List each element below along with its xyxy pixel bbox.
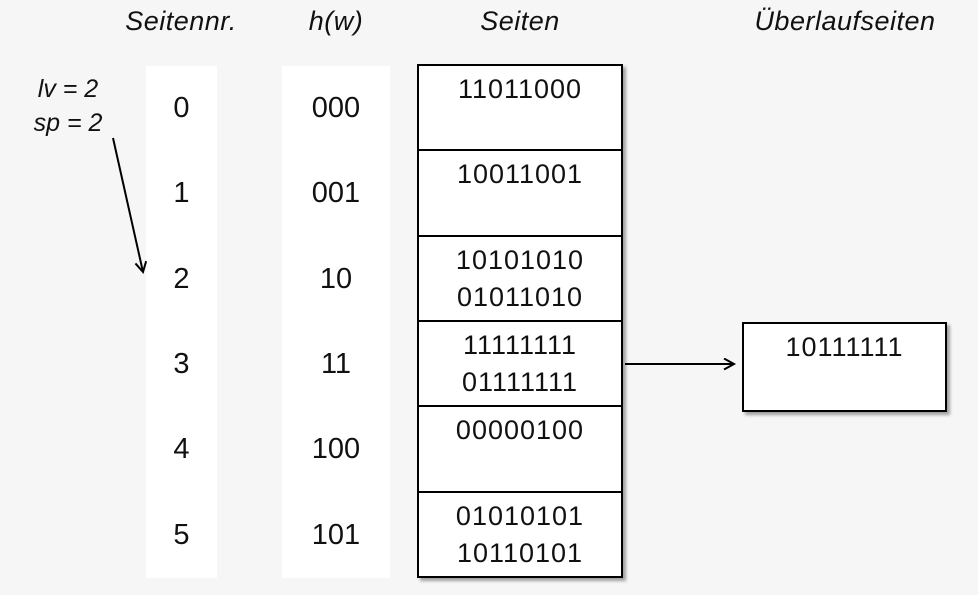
page-number-column: 0 1 2 3 4 5 bbox=[146, 66, 217, 578]
column-header-overflow-pages: Überlaufseiten bbox=[754, 6, 936, 36]
pages-table: 11011000 10011001 10101010 01011010 1111… bbox=[417, 64, 623, 578]
page-cell-5: 01010101 10110101 bbox=[419, 490, 621, 576]
record-value: 11111111 bbox=[462, 329, 578, 360]
overflow-page-box: 10111111 bbox=[742, 322, 947, 412]
record-value bbox=[419, 108, 621, 145]
page-number-5: 5 bbox=[173, 518, 190, 551]
record-value: 10101010 bbox=[455, 244, 585, 275]
page-number-0: 0 bbox=[173, 92, 190, 125]
record-value: 01111111 bbox=[461, 366, 579, 397]
hash-value-5: 101 bbox=[311, 518, 361, 551]
record-value: 01011010 bbox=[456, 281, 584, 312]
page-cell-1: 10011001 bbox=[419, 149, 621, 234]
record-value bbox=[419, 449, 621, 486]
annotation-lv-sp: lv = 2 sp = 2 bbox=[14, 72, 122, 140]
hash-value-column: 000 001 10 11 100 101 bbox=[282, 66, 390, 578]
column-header-pages: Seiten bbox=[480, 6, 560, 36]
annotation-lv: lv = 2 bbox=[37, 75, 99, 103]
arrow-annotation-to-page2 bbox=[112, 137, 143, 272]
column-header-hash-function: h(w) bbox=[308, 6, 364, 36]
overflow-record-value: 10111111 bbox=[785, 332, 904, 362]
column-header-page-number: Seitennr. bbox=[125, 6, 237, 36]
page-cell-2: 10101010 01011010 bbox=[419, 234, 621, 320]
page-number-2: 2 bbox=[173, 262, 190, 295]
hash-value-3: 11 bbox=[320, 348, 352, 381]
hash-value-4: 100 bbox=[311, 433, 361, 466]
hash-value-0: 000 bbox=[311, 92, 361, 125]
hash-value-1: 001 bbox=[311, 177, 361, 210]
record-value: 00000100 bbox=[455, 415, 585, 446]
record-value: 11011000 bbox=[457, 74, 583, 104]
record-value: 01010101 bbox=[455, 500, 585, 531]
record-value: 10011001 bbox=[456, 159, 584, 190]
page-number-1: 1 bbox=[173, 177, 190, 210]
page-cell-4: 00000100 bbox=[419, 405, 621, 490]
page-cell-0: 11011000 bbox=[419, 66, 621, 149]
record-value: 10110101 bbox=[456, 537, 584, 568]
page-number-4: 4 bbox=[173, 433, 190, 466]
hash-value-2: 10 bbox=[319, 262, 353, 295]
annotation-sp: sp = 2 bbox=[33, 109, 103, 137]
record-value bbox=[419, 193, 621, 230]
page-number-3: 3 bbox=[173, 348, 190, 381]
page-cell-3: 11111111 01111111 bbox=[419, 319, 621, 405]
